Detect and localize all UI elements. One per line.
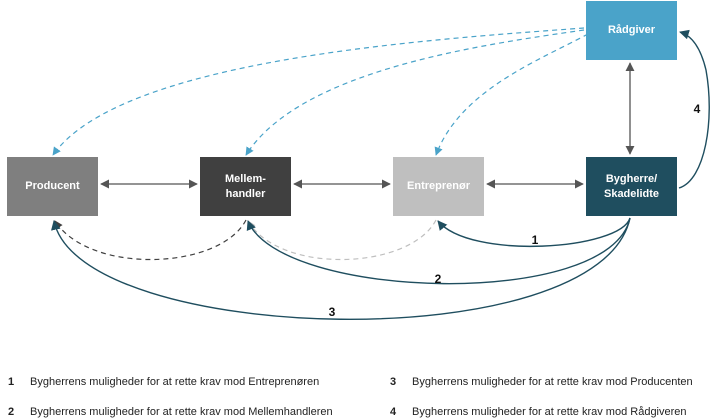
claim-label-2: 2	[435, 272, 442, 286]
claim-label-3: 3	[329, 305, 336, 319]
box-raadgiver-label: Rådgiver	[607, 24, 656, 36]
legend-item-3: 3 Bygherrens muligheder for at rette krav…	[390, 376, 693, 388]
legend-text: Bygherrens muligheder for at rette krav …	[30, 376, 320, 388]
box-producent: Producent	[7, 157, 98, 216]
legend-item-1: 1 Bygherrens muligheder for at rette krav…	[8, 376, 319, 388]
legend-number: 3	[390, 376, 397, 388]
dashed-arrow-raadgiver-mellemhandler	[245, 29, 585, 156]
dashed-arrow-entreprenor-mellemhandler	[247, 219, 437, 261]
claim-arrow-1	[437, 217, 631, 248]
box-producent-label: Producent	[25, 180, 80, 192]
dashed-arrow-raadgiver-entreprenor	[434, 33, 589, 156]
claim-arrow-4	[678, 29, 710, 189]
legend-text: Bygherrens muligheder for at rette krav …	[412, 406, 687, 418]
legend-item-2: 2 Bygherrens muligheder for at rette krav…	[8, 406, 333, 418]
claim-arrow-3	[51, 217, 631, 320]
legend-text: Bygherrens muligheder for at rette krav …	[412, 376, 693, 388]
box-entreprenor-label: Entreprenør	[407, 180, 470, 192]
box-mellemhandler-label-line1: Mellem-	[225, 172, 266, 185]
box-raadgiver: Rådgiver	[586, 1, 677, 60]
dashed-arrow-raadgiver-producent	[52, 27, 585, 156]
claim-label-4: 4	[694, 102, 701, 116]
box-mellemhandler: Mellem- handler	[200, 157, 291, 216]
claim-arrow-2	[246, 217, 631, 285]
box-entreprenor: Entreprenør	[393, 157, 484, 216]
box-bygherre-label-line1: Bygherre/	[605, 172, 658, 185]
box-bygherre-label-line2: Skadelidte	[603, 187, 660, 200]
dashed-arrow-mellemhandler-producent	[54, 219, 247, 261]
box-bygherre: Bygherre/ Skadelidte	[586, 157, 677, 216]
legend-number: 1	[8, 376, 15, 388]
legend-number: 2	[8, 406, 15, 418]
legend-number: 4	[390, 406, 397, 418]
legend-text: Bygherrens muligheder for at rette krav …	[30, 406, 333, 418]
box-mellemhandler-label-line2: handler	[225, 187, 266, 200]
claim-label-1: 1	[532, 233, 539, 247]
legend-item-4: 4 Bygherrens muligheder for at rette krav…	[390, 406, 687, 418]
